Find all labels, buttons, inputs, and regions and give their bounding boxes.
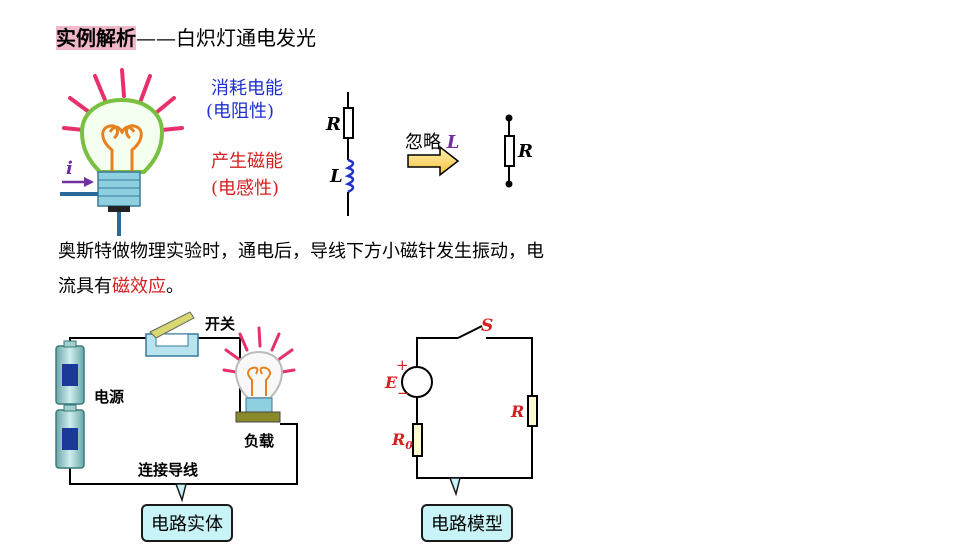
- ignore-label: 忽略 L: [405, 128, 459, 154]
- ignore-symbol: L: [446, 132, 460, 153]
- current-label: i: [66, 158, 73, 179]
- resistor-model: [504, 114, 515, 188]
- load-r-label: R: [511, 402, 525, 421]
- bulb-icon: [60, 68, 184, 236]
- circuit-model: [401, 325, 538, 497]
- produce-energy-label: 产生磁能: [211, 151, 283, 172]
- load-label: 负载: [244, 432, 275, 450]
- r-label-right: R: [518, 141, 533, 162]
- r0-label: R0: [392, 430, 413, 452]
- inductive-label: (电感性): [211, 178, 280, 199]
- s-label: S: [481, 316, 494, 336]
- switch-label: 开关: [205, 315, 236, 333]
- wire-label: 连接导线: [138, 461, 199, 479]
- plus-sign: +: [396, 356, 409, 374]
- physical-circuit: [55, 311, 298, 503]
- r0-letter: R: [392, 430, 406, 449]
- rl-model: [343, 92, 355, 216]
- circuit-model-callout: 电路模型: [421, 504, 513, 542]
- title-rest: ——白炽灯通电发光: [136, 26, 316, 50]
- e-label: E: [385, 373, 398, 392]
- paragraph-line-1: 奥斯特做物理实验时，通电后，导线下方小磁针发生振动，电: [58, 241, 544, 262]
- paragraph-line-2: 流具有磁效应。: [58, 272, 184, 298]
- page-title: 实例解析——白炽灯通电发光: [56, 22, 316, 51]
- physical-circuit-callout: 电路实体: [141, 504, 233, 542]
- source-label: 电源: [94, 388, 125, 406]
- paragraph-suffix: 。: [166, 276, 184, 297]
- title-highlight: 实例解析: [56, 26, 136, 50]
- magnetic-effect-highlight: 磁效应: [112, 276, 166, 297]
- consume-energy-label: 消耗电能: [211, 78, 283, 99]
- paragraph-prefix: 流具有: [58, 276, 112, 297]
- r0-subscript: 0: [405, 439, 413, 453]
- resistive-label: (电阻性): [206, 101, 275, 122]
- right-arrow-icon: [407, 145, 460, 177]
- ignore-prefix: 忽略: [405, 132, 441, 153]
- r-label: R: [326, 114, 341, 135]
- minus-sign: −: [397, 384, 410, 402]
- l-label: L: [330, 166, 343, 187]
